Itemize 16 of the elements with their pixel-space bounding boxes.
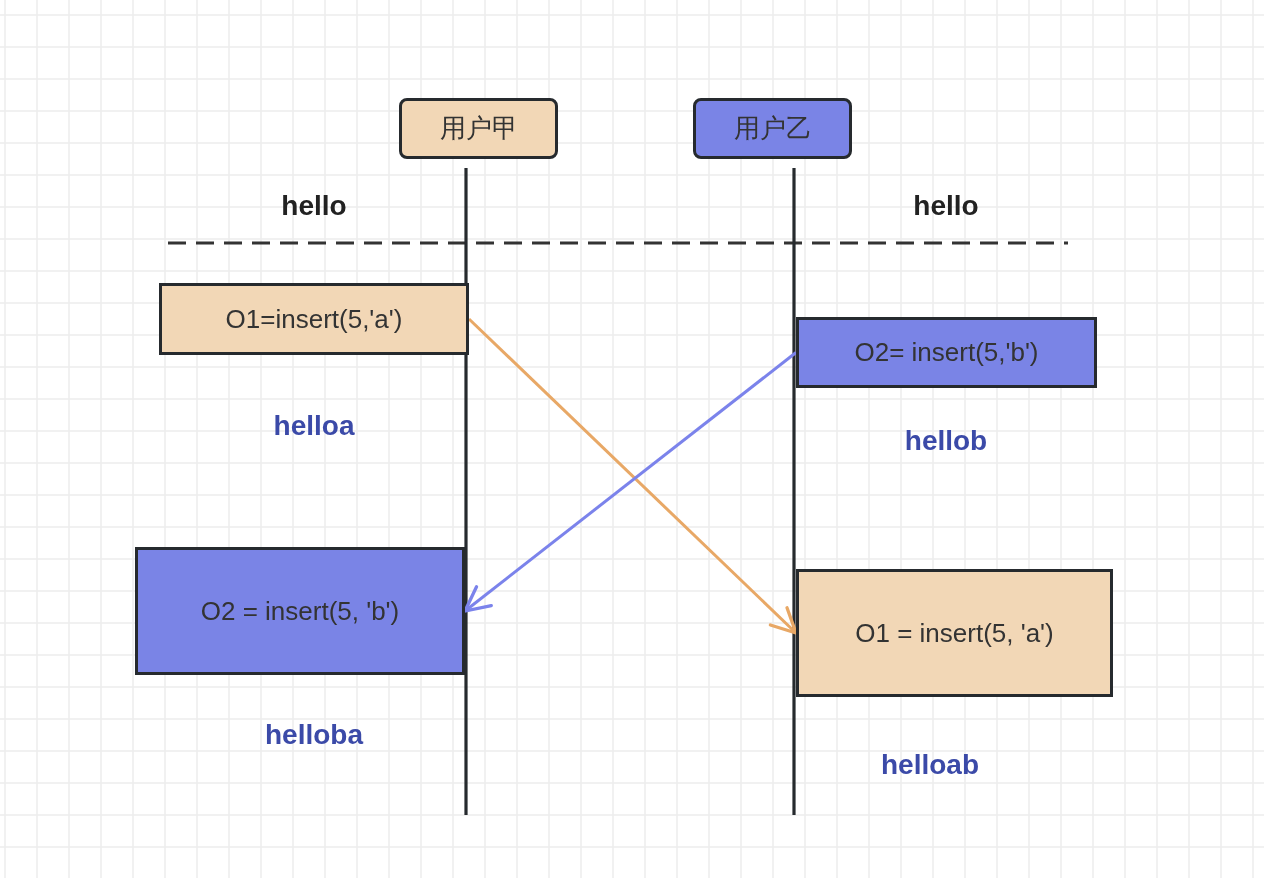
state-text: hello [281, 190, 347, 222]
operation-box: O1=insert(5,'a') [159, 283, 469, 355]
arrow [467, 317, 798, 635]
operation-box: O2= insert(5,'b') [796, 317, 1097, 388]
state-text: helloab [881, 749, 979, 781]
state-text: hello [913, 190, 979, 222]
state-text: hellob [904, 425, 988, 457]
operation-box: O2 = insert(5, 'b') [135, 547, 465, 675]
lifeline [792, 168, 796, 815]
participant-box: 用户甲 [399, 98, 558, 159]
operation-box: O1 = insert(5, 'a') [796, 569, 1113, 697]
arrow [463, 351, 797, 613]
participant-box: 用户乙 [693, 98, 852, 159]
lifeline [464, 168, 468, 815]
state-text: helloba [265, 719, 363, 751]
state-text: helloa [273, 410, 355, 442]
